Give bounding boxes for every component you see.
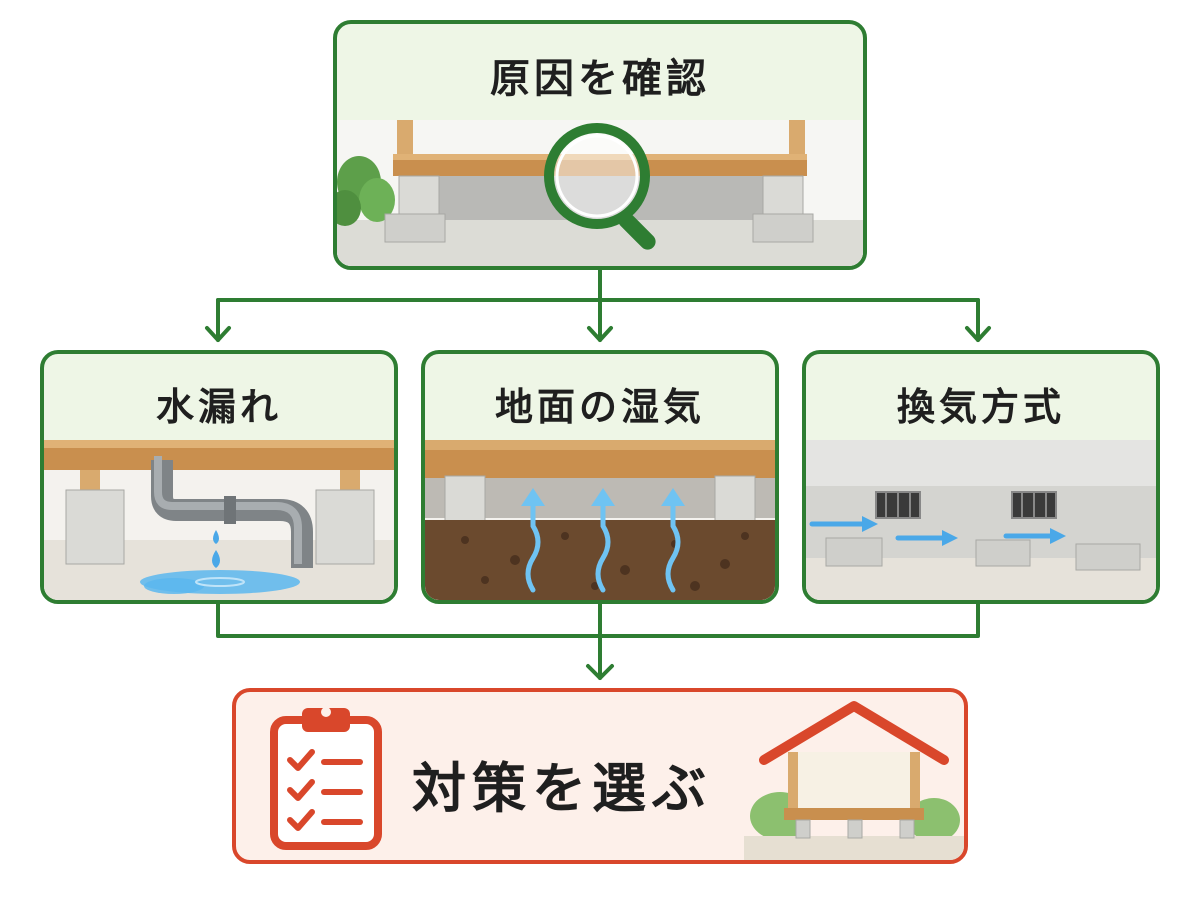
card-choose-countermeasure: 対策を選ぶ: [232, 688, 968, 864]
card-title-ground-humidity: 地面の湿気: [494, 385, 705, 429]
result-title: 対策を選ぶ: [412, 757, 712, 820]
water-drop-icon: [212, 530, 220, 568]
arrow-head-center: [587, 326, 613, 342]
airflow-arrow-icon: [809, 521, 1057, 541]
clipboard-checklist-icon: [270, 707, 382, 850]
card-water-leak: 水漏れ: [40, 350, 398, 604]
card-title-confirm-cause: 原因を確認: [490, 56, 710, 102]
scene-ground-humidity: [425, 440, 775, 600]
card-ground-humidity: 地面の湿気: [421, 350, 779, 604]
arrow-head-result: [586, 664, 614, 680]
magnifier-icon: [544, 123, 656, 250]
scene-underfloor: [337, 120, 863, 266]
vent-icon: [875, 491, 1057, 519]
card-title-ventilation: 換気方式: [896, 385, 1065, 429]
house-icon: [744, 701, 964, 860]
scene-ventilation: [806, 440, 1156, 600]
pipe-icon: [151, 456, 313, 568]
puddle-icon: [140, 570, 300, 594]
card-confirm-cause: 原因を確認: [333, 20, 867, 270]
card-title-water-leak: 水漏れ: [155, 385, 282, 429]
card-ventilation: 換気方式: [802, 350, 1160, 604]
arrow-head-left: [205, 326, 231, 342]
scene-water-leak: [44, 440, 394, 600]
arrow-head-right: [965, 326, 991, 342]
bush-icon: [337, 156, 395, 226]
moisture-arrow-icon: [525, 497, 681, 593]
